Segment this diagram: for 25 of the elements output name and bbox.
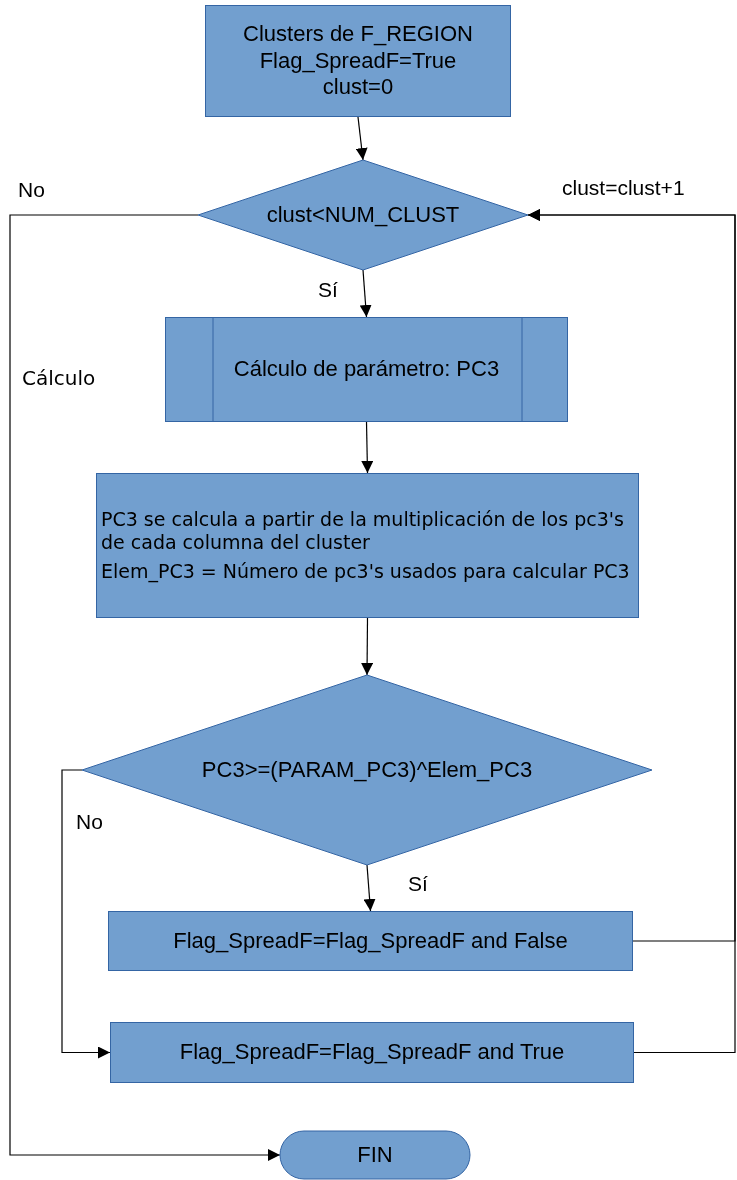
decision-diamond (198, 160, 528, 270)
node-text: PC3 se calcula a partir de la multiplicación de los pc3's de cada columna del cluster (101, 507, 625, 555)
node-text: Flag_SpreadF=True (259, 47, 457, 75)
node-text: clust=0 (322, 74, 394, 102)
terminal-shape (280, 1131, 470, 1179)
process-box (205, 5, 511, 117)
node-text: clust<NUM_CLUST (266, 201, 460, 229)
node-text: Clusters de F_REGION (243, 20, 473, 48)
arrow (361, 421, 374, 474)
process-box (108, 911, 633, 971)
node-text: PC3>=(PARAM_PC3)^Elem_PC3 (201, 756, 533, 784)
arrow (355, 116, 368, 161)
node-text: Cálculo de parámetro: PC3 (233, 356, 500, 383)
arrow (363, 864, 376, 912)
arrow (61, 769, 111, 1059)
node-text: Flag_SpreadF=Flag_SpreadF and False (173, 927, 568, 955)
subprocess-box (165, 317, 568, 422)
node-text: Flag_SpreadF=Flag_SpreadF and True (179, 1039, 565, 1066)
node-text: FIN (357, 1141, 393, 1169)
arrow (361, 617, 374, 676)
arrow (359, 269, 372, 318)
arrow (9, 214, 281, 1161)
process-box (110, 1022, 634, 1083)
process-box (96, 473, 639, 618)
node-text: Elem_PC3 = Número de pc3's usados para calcular PC3 (101, 560, 630, 584)
